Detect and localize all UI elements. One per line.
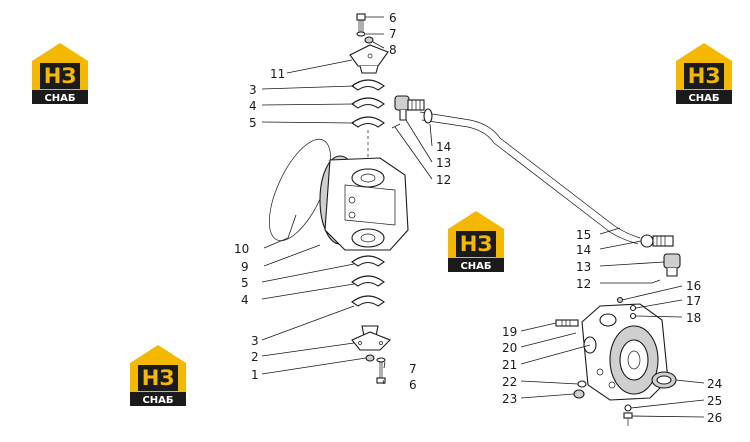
part-nut-1 xyxy=(365,354,375,362)
part-bottom-cap xyxy=(351,325,391,351)
part-steering-knuckle xyxy=(319,155,409,251)
part-fitting-16 xyxy=(616,296,624,304)
svg-text:СНАБ: СНАБ xyxy=(460,261,491,272)
svg-text:СНАБ: СНАБ xyxy=(142,395,173,406)
callout-23: 23 xyxy=(502,392,517,406)
part-washer-bot xyxy=(376,357,386,363)
svg-text:НЗ: НЗ xyxy=(44,64,77,88)
callout-21: 21 xyxy=(502,358,517,372)
callout-13-top: 13 xyxy=(436,156,451,170)
part-nut-8 xyxy=(364,36,374,44)
callout-6-bot: 6 xyxy=(409,378,417,392)
callout-15: 15 xyxy=(576,228,591,242)
part-shim-bot-3 xyxy=(351,295,385,307)
part-shim-top-3 xyxy=(351,79,385,91)
svg-text:СНАБ: СНАБ xyxy=(44,93,75,104)
callout-2: 2 xyxy=(251,350,259,364)
callout-14-bot: 14 xyxy=(576,243,591,257)
part-bolt-top xyxy=(356,13,366,32)
part-fitting-18 xyxy=(629,312,637,320)
part-shim-bot-4 xyxy=(351,275,385,287)
part-fitting-17 xyxy=(629,304,637,312)
part-plug-22 xyxy=(577,380,587,388)
callout-13-bot: 13 xyxy=(576,260,591,274)
part-tie-rod xyxy=(419,111,641,245)
callout-7-bot: 7 xyxy=(409,362,417,376)
part-shim-top-5 xyxy=(351,116,385,128)
logo-watermark-right-top: НЗ СНАБ xyxy=(676,43,732,104)
part-bolt-19 xyxy=(555,319,579,327)
leader-lines xyxy=(261,16,705,418)
part-top-cap xyxy=(349,44,389,74)
callout-26: 26 xyxy=(707,411,722,425)
callout-8: 8 xyxy=(389,43,397,57)
svg-text:НЗ: НЗ xyxy=(688,64,721,88)
part-tie-rod-end-top xyxy=(391,95,433,129)
part-shim-bot-5 xyxy=(351,255,385,267)
part-plug-23 xyxy=(573,389,585,399)
part-bolt-26 xyxy=(623,412,633,426)
callout-labels: 6 7 8 11 3 4 5 14 13 12 10 9 5 4 3 2 1 7… xyxy=(234,11,722,425)
part-bolt-bottom xyxy=(376,362,386,384)
svg-text:НЗ: НЗ xyxy=(142,366,175,390)
callout-24: 24 xyxy=(707,377,722,391)
callout-10: 10 xyxy=(234,242,249,256)
callout-11: 11 xyxy=(270,67,285,81)
callout-22: 22 xyxy=(502,375,517,389)
callout-5-top: 5 xyxy=(249,116,257,130)
part-seal-24 xyxy=(651,371,677,389)
callout-17: 17 xyxy=(686,294,701,308)
part-washer-top xyxy=(356,31,366,37)
callout-3-bot: 3 xyxy=(251,334,259,348)
callout-16: 16 xyxy=(686,279,701,293)
callout-5-bot: 5 xyxy=(241,276,249,290)
callout-1: 1 xyxy=(251,368,259,382)
callout-6-top: 6 xyxy=(389,11,397,25)
svg-text:СНАБ: СНАБ xyxy=(688,93,719,104)
callout-25: 25 xyxy=(707,394,722,408)
logo-watermark-center: НЗ СНАБ xyxy=(448,211,504,272)
part-washer-25 xyxy=(624,404,632,412)
part-tie-rod-end-bottom xyxy=(640,234,681,284)
logo-watermark-left-top: НЗ СНАБ xyxy=(32,43,88,104)
callout-12-top: 12 xyxy=(436,173,451,187)
part-hub-assembly xyxy=(581,303,669,401)
logo-watermark-left-bottom: НЗ СНАБ xyxy=(130,345,186,406)
callout-14-top: 14 xyxy=(436,140,451,154)
callout-18: 18 xyxy=(686,311,701,325)
part-shim-top-4 xyxy=(351,97,385,109)
callout-19: 19 xyxy=(502,325,517,339)
callout-20: 20 xyxy=(502,341,517,355)
callout-4-bot: 4 xyxy=(241,293,249,307)
svg-text:НЗ: НЗ xyxy=(460,232,493,256)
callout-3-top: 3 xyxy=(249,83,257,97)
callout-9: 9 xyxy=(241,260,249,274)
callout-12-bot: 12 xyxy=(576,277,591,291)
callout-4-top: 4 xyxy=(249,99,257,113)
callout-7-top: 7 xyxy=(389,27,397,41)
